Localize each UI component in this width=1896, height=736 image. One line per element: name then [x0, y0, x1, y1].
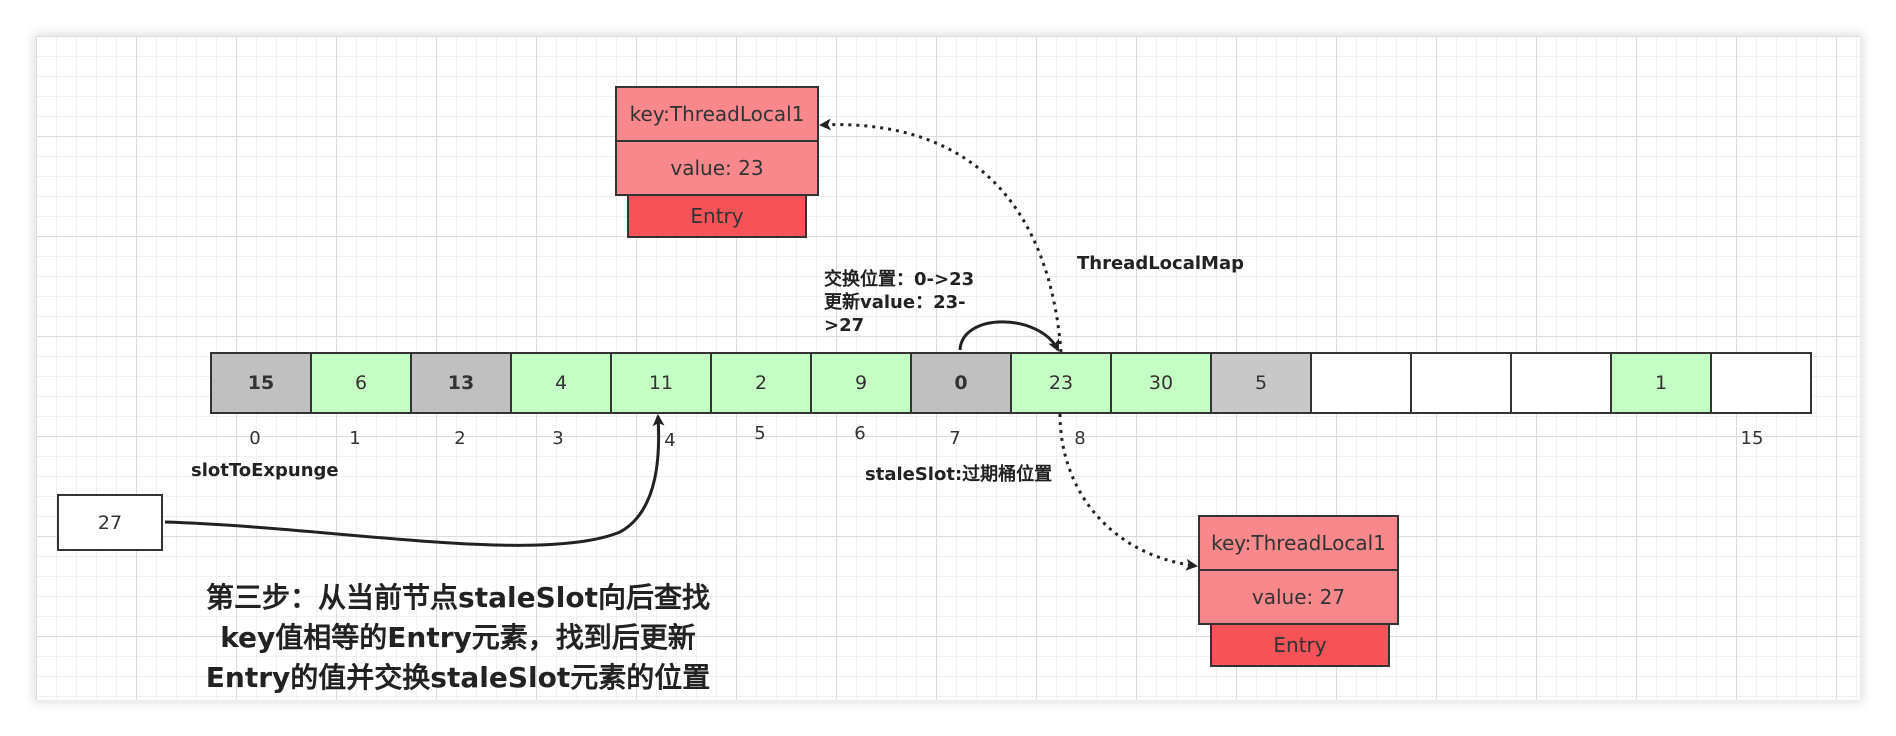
caption-line: 第三步：从当前节点staleSlot向后查找	[206, 581, 710, 614]
slot-index-label: 8	[1074, 428, 1086, 449]
slot-index-label: 1	[349, 428, 361, 449]
table-slot: 1	[1610, 352, 1712, 414]
stale-slot-label: staleSlot:过期桶位置	[865, 464, 1053, 485]
table-slot: 0	[910, 352, 1012, 414]
step-caption: 第三步：从当前节点staleSlot向后查找 key值相等的Entry元素，找到…	[158, 578, 758, 698]
slot-index-label: 3	[552, 428, 564, 449]
swap-note: 交换位置：0->23 更新value：23- >27	[824, 268, 999, 337]
entry-bottom-key: key:ThreadLocal1	[1198, 515, 1399, 571]
value-search-arrow	[164, 414, 665, 547]
slot-index-label: 6	[854, 423, 866, 444]
entry-bottom-tag: Entry	[1210, 623, 1390, 667]
dotted-arrow-to-bottom-entry	[1058, 413, 1198, 571]
slot-to-expunge-label: slotToExpunge	[191, 460, 339, 481]
slot-index-label: 5	[754, 423, 766, 444]
table-slot: 4	[510, 352, 612, 414]
table-slot: 13	[410, 352, 512, 414]
table-slot: 5	[1210, 352, 1312, 414]
table-slot: 23	[1010, 352, 1112, 414]
swap-note-line: >27	[824, 315, 865, 336]
table-slot: 2	[710, 352, 812, 414]
table-slot: 6	[310, 352, 412, 414]
slot-index-label: 15	[1740, 428, 1764, 449]
slot-index-label: 2	[454, 428, 466, 449]
dotted-arrow-to-top-entry	[819, 118, 1063, 353]
table-slot: 30	[1110, 352, 1212, 414]
threadlocalmap-label: ThreadLocalMap	[1077, 253, 1244, 274]
swap-note-line: 交换位置：0->23	[824, 269, 975, 290]
swap-arrow	[958, 320, 1060, 352]
entry-bottom-value: value: 27	[1198, 569, 1399, 625]
table-slot	[1410, 352, 1512, 414]
entry-top-value: value: 23	[615, 140, 819, 196]
table-slot	[1510, 352, 1612, 414]
swap-note-line: 更新value：23-	[824, 292, 966, 313]
slot-index-label: 4	[664, 430, 676, 451]
caption-line: key值相等的Entry元素，找到后更新	[220, 621, 696, 654]
table-slot	[1310, 352, 1412, 414]
caption-line: Entry的值并交换staleSlot元素的位置	[205, 661, 711, 694]
slot-index-label: 0	[249, 428, 261, 449]
new-value-box: 27	[57, 494, 163, 551]
table-slot	[1710, 352, 1812, 414]
slot-index-label: 7	[949, 428, 961, 449]
entry-top-tag: Entry	[627, 194, 807, 238]
